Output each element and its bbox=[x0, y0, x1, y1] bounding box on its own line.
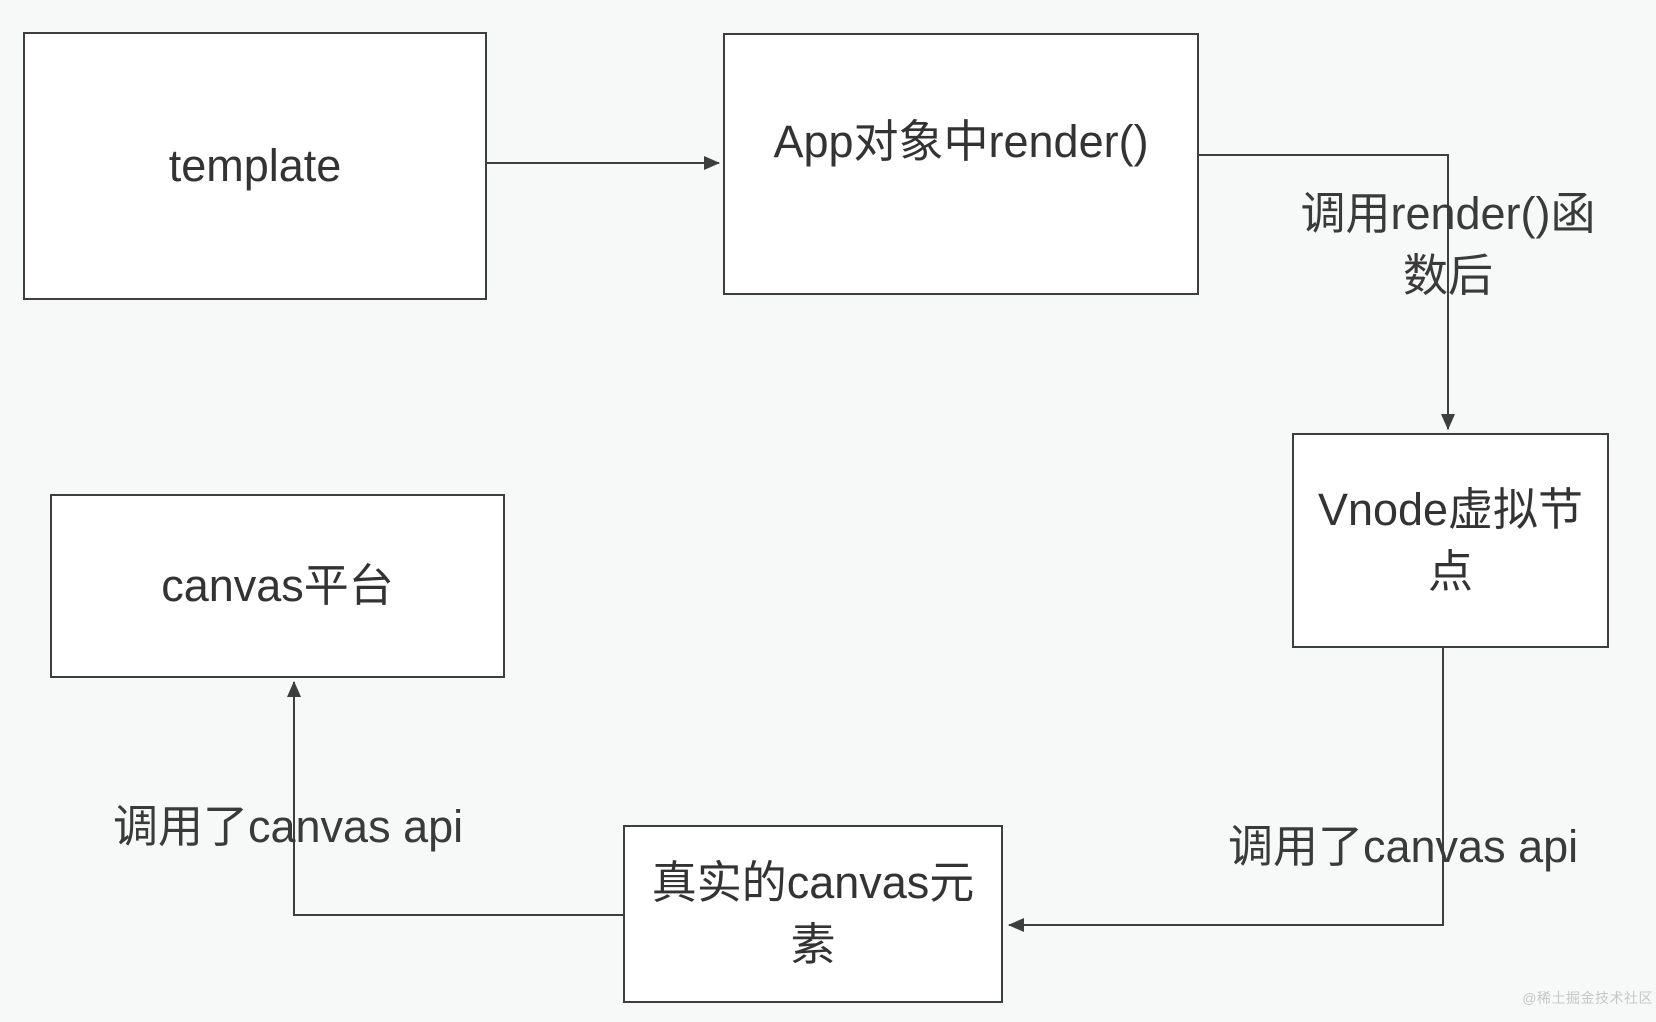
connector-vnode-to-real-canvas bbox=[1008, 648, 1444, 932]
node-vnode: Vnode虚拟节 点 bbox=[1292, 433, 1609, 648]
watermark: @稀土掘金技术社区 bbox=[1522, 990, 1653, 1006]
node-real-canvas: 真实的canvas元 素 bbox=[623, 825, 1003, 1003]
edge-label-canvas-api-left: 调用了canvas api bbox=[113, 801, 464, 852]
edge-label-render-call: 调用render()函 数后 bbox=[1300, 188, 1596, 301]
node-canvas-platform: canvas平台 bbox=[50, 494, 505, 678]
edge-label-canvas-api-right: 调用了canvas api bbox=[1228, 821, 1579, 872]
node-template: template bbox=[23, 32, 487, 300]
node-app-render: App对象中render() bbox=[723, 33, 1199, 295]
